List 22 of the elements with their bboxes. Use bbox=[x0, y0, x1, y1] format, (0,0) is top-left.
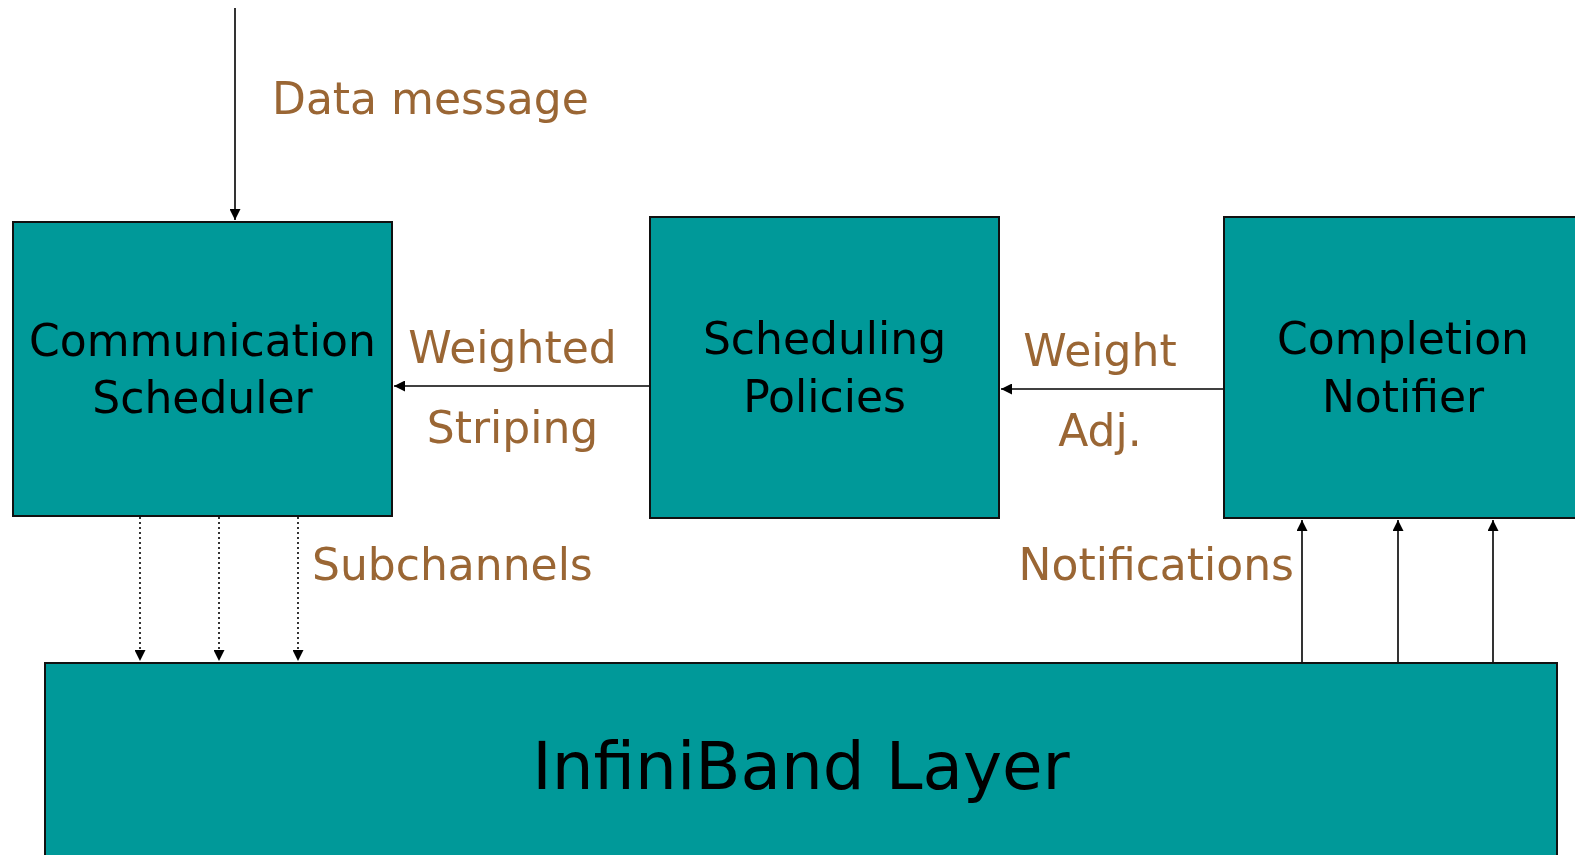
box-label: Scheduling Policies bbox=[701, 312, 948, 424]
edge-label: Weight Adj. bbox=[1022, 324, 1178, 458]
arrow bbox=[134, 516, 146, 662]
arrow bbox=[292, 516, 304, 662]
arrow bbox=[213, 516, 225, 662]
arrow bbox=[393, 380, 650, 392]
arrow bbox=[1487, 519, 1499, 663]
box-label: InfiniBand Layer bbox=[532, 727, 1070, 808]
box-label: Communication Scheduler bbox=[28, 313, 377, 425]
box-label: Completion Notifier bbox=[1276, 312, 1530, 424]
arrow bbox=[1296, 519, 1308, 663]
process-box bbox=[1223, 216, 1575, 519]
arrow bbox=[1000, 383, 1224, 395]
edge-label: Notifications bbox=[1017, 538, 1294, 592]
edge-label: Subchannels bbox=[312, 538, 594, 592]
arrow bbox=[1392, 519, 1404, 663]
arrow bbox=[229, 7, 241, 221]
edge-label: Data message bbox=[272, 72, 590, 126]
layer-bar bbox=[44, 662, 1558, 855]
process-box bbox=[12, 221, 393, 517]
edge-label: Weighted Striping bbox=[407, 321, 618, 455]
process-box bbox=[649, 216, 1000, 519]
